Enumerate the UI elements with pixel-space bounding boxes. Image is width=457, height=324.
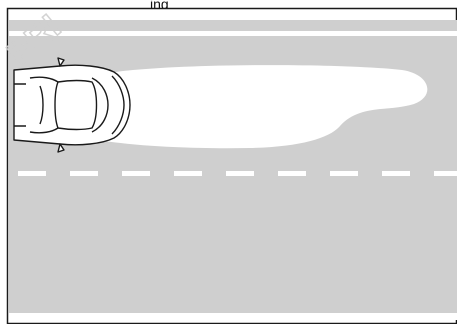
lane-center-dashed-line xyxy=(18,171,457,176)
car-top-view-icon xyxy=(14,58,130,152)
road-surface xyxy=(9,20,457,314)
road-edge-top xyxy=(9,31,457,36)
road-edge-bottom xyxy=(9,313,457,320)
